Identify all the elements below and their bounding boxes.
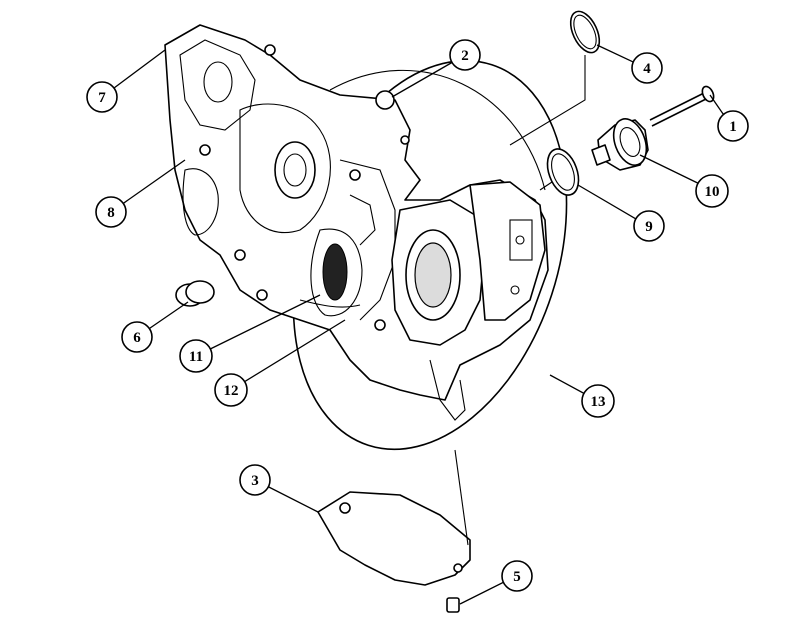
snap-ring (509, 10, 601, 146)
callout-5-label: 5 (513, 569, 521, 585)
callout-9-label: 9 (645, 219, 653, 235)
callout-6-label: 6 (133, 330, 141, 346)
callout-2-label: 2 (461, 48, 469, 64)
bolt-part-5 (446, 449, 469, 613)
callout-8-label: 8 (107, 205, 115, 221)
plug-part (175, 280, 215, 307)
callout-11-label: 11 (189, 349, 203, 365)
callout-12: 12 (214, 373, 248, 407)
callout-7-label: 7 (98, 90, 106, 106)
callout-4-label: 4 (643, 61, 651, 77)
long-bolt (649, 85, 715, 127)
seal-assembly (591, 118, 649, 171)
callout-2: 2 (449, 39, 481, 71)
callout-11: 11 (179, 339, 213, 373)
o-ring (539, 148, 580, 196)
callout-13-label: 13 (591, 394, 606, 410)
callout-1: 1 (717, 110, 749, 142)
callout-9: 9 (633, 210, 665, 242)
callout-13: 13 (581, 384, 615, 418)
callout-6: 6 (121, 321, 153, 353)
gear-housing (164, 24, 549, 421)
callout-4: 4 (631, 52, 663, 84)
callout-3: 3 (239, 464, 271, 496)
leader-lines (101, 44, 731, 605)
callout-10-label: 10 (705, 184, 720, 200)
callout-7: 7 (86, 81, 118, 113)
callout-3-label: 3 (251, 473, 259, 489)
callout-10: 10 (695, 174, 729, 208)
callout-12-label: 12 (224, 383, 239, 399)
cover-plate (317, 491, 471, 586)
callout-8: 8 (95, 196, 127, 228)
callout-5: 5 (501, 560, 533, 592)
callout-1-label: 1 (729, 119, 737, 135)
